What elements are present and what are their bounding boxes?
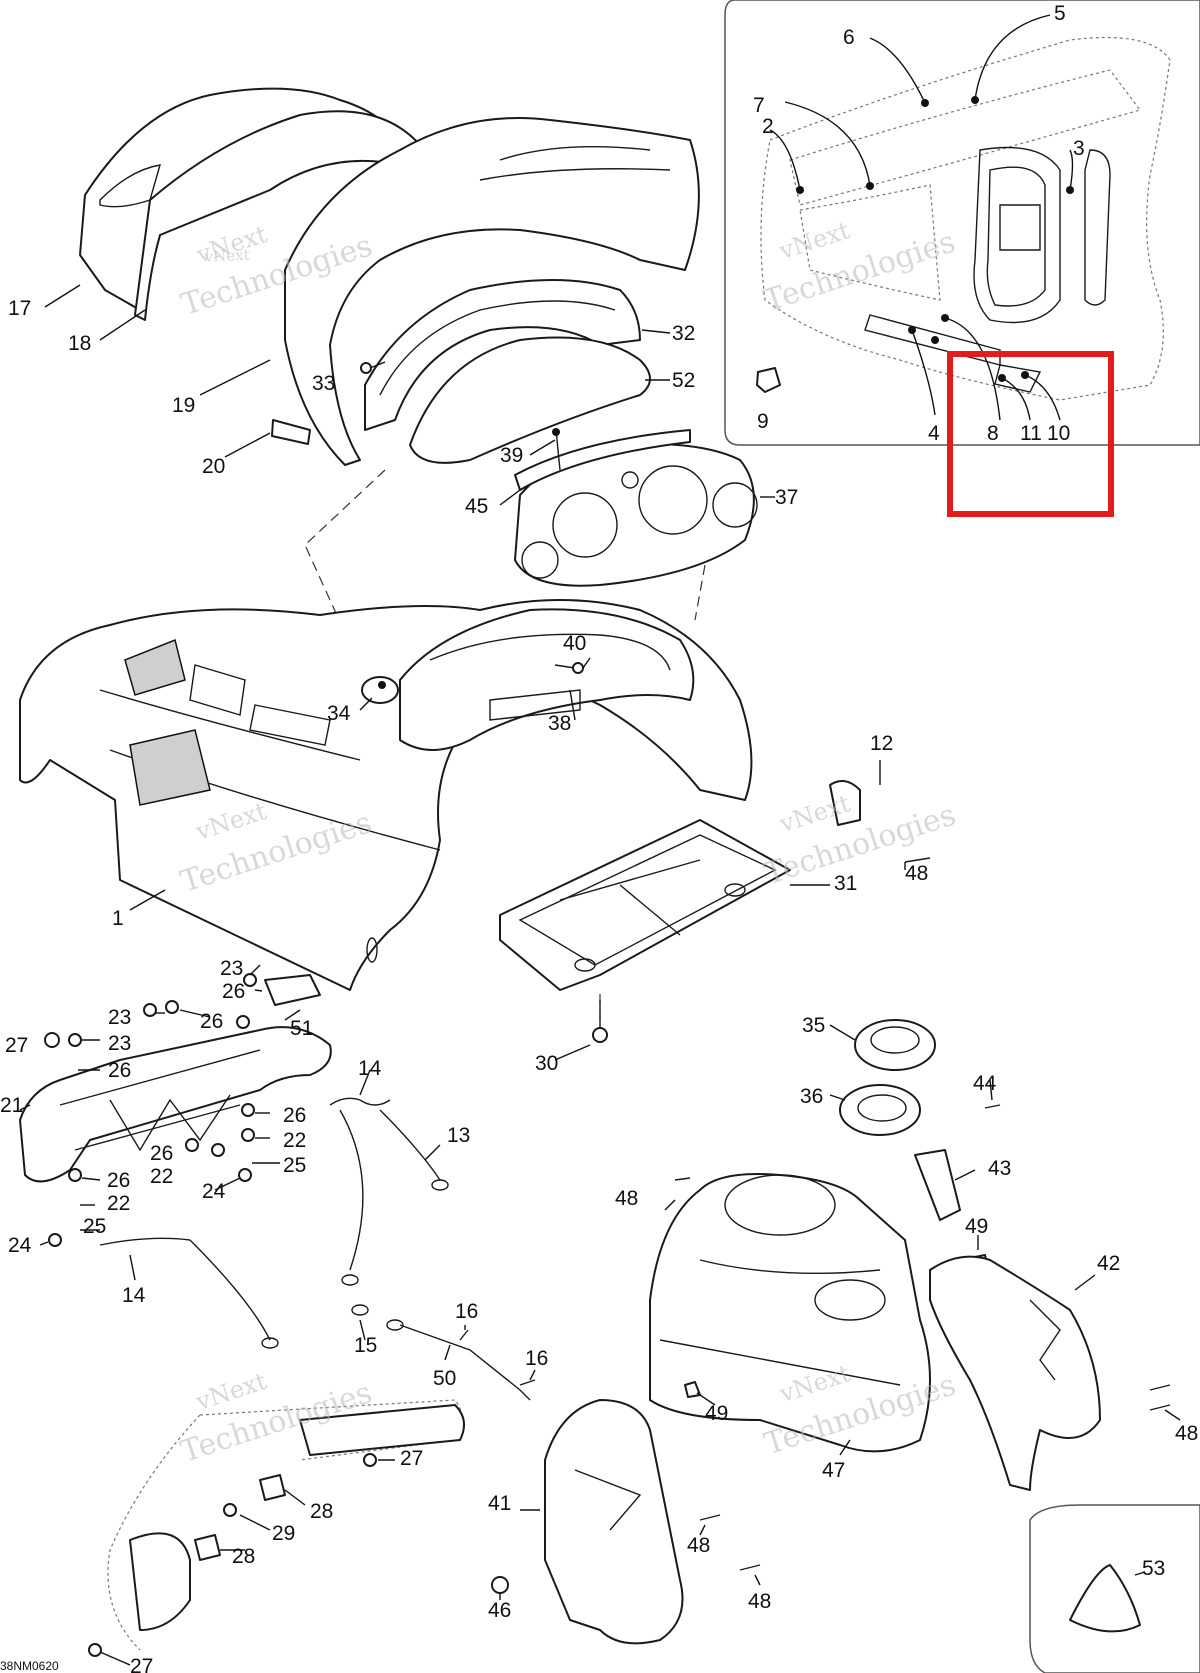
bracket-group xyxy=(19,964,332,1247)
callout-35: 35 xyxy=(802,1014,825,1037)
callout-15: 15 xyxy=(354,1334,377,1357)
callout-28b: 28 xyxy=(232,1545,255,1568)
reference-line-1 xyxy=(304,469,386,656)
callout-25b: 25 xyxy=(83,1215,106,1238)
callout-26f: 26 xyxy=(107,1169,130,1192)
callout-27c: 27 xyxy=(130,1655,153,1673)
callout-48c: 48 xyxy=(1175,1422,1198,1445)
callout-34: 34 xyxy=(327,702,351,725)
callout-3: 3 xyxy=(1073,137,1085,160)
svg-text:vNext: vNext xyxy=(192,1367,270,1416)
gauge-cluster-group xyxy=(499,428,775,587)
callout-28a: 28 xyxy=(310,1500,333,1523)
callout-31: 31 xyxy=(834,872,857,895)
callout-49a: 49 xyxy=(965,1215,988,1238)
callout-41: 41 xyxy=(488,1492,511,1515)
callout-7: 7 xyxy=(753,94,765,117)
callout-26a: 26 xyxy=(222,980,245,1003)
callout-30: 30 xyxy=(535,1052,558,1075)
callout-44: 44 xyxy=(973,1072,997,1095)
callout-23b: 23 xyxy=(108,1006,131,1029)
callout-39: 39 xyxy=(500,444,523,467)
callout-48b: 48 xyxy=(615,1187,638,1210)
side-panels-group xyxy=(44,87,700,466)
callout-21: 21 xyxy=(0,1094,23,1117)
callout-4: 4 xyxy=(928,422,940,445)
callout-23c: 23 xyxy=(108,1032,131,1055)
tray-group xyxy=(499,819,931,1061)
callout-40: 40 xyxy=(563,632,586,655)
callout-19: 19 xyxy=(172,394,195,417)
highlight-box xyxy=(947,351,1114,517)
callout-27b: 27 xyxy=(400,1447,423,1470)
callout-25a: 25 xyxy=(283,1154,306,1177)
callout-47: 47 xyxy=(822,1459,845,1482)
callout-37: 37 xyxy=(775,486,798,509)
callout-23a: 23 xyxy=(220,957,243,980)
callout-16b: 16 xyxy=(525,1347,548,1370)
visor-group xyxy=(360,279,671,464)
callout-14a: 14 xyxy=(358,1057,382,1080)
callout-9: 9 xyxy=(757,410,769,433)
svg-text:vNext: vNext xyxy=(776,789,854,838)
callout-18: 18 xyxy=(68,332,91,355)
callout-33: 33 xyxy=(312,372,335,395)
callout-22a: 22 xyxy=(283,1129,306,1152)
callout-48d: 48 xyxy=(687,1534,710,1557)
callout-51: 51 xyxy=(290,1017,313,1040)
callout-20: 20 xyxy=(202,455,225,478)
callout-45: 45 xyxy=(465,495,488,518)
lower-bracket-group xyxy=(88,1399,465,1666)
callout-38: 38 xyxy=(548,712,571,735)
reference-line-2 xyxy=(694,564,706,621)
callout-22c: 22 xyxy=(107,1192,130,1215)
callout-24b: 24 xyxy=(8,1234,32,1257)
callout-43: 43 xyxy=(988,1157,1011,1180)
callout-26b: 26 xyxy=(200,1010,223,1033)
callout-11: 11 xyxy=(1020,422,1042,445)
cables-group xyxy=(99,1069,536,1401)
callout-26d: 26 xyxy=(283,1104,306,1127)
inset-panel xyxy=(724,0,1200,446)
callout-46: 46 xyxy=(488,1599,511,1622)
callout-49b: 49 xyxy=(705,1402,728,1425)
callout-8: 8 xyxy=(987,422,999,445)
callout-50: 50 xyxy=(433,1367,456,1390)
callout-27a: 27 xyxy=(5,1034,28,1057)
callout-26c: 26 xyxy=(108,1059,131,1082)
callout-13: 13 xyxy=(447,1124,470,1147)
callout-29: 29 xyxy=(272,1522,295,1545)
callout-2: 2 xyxy=(762,115,774,138)
callout-14b: 14 xyxy=(122,1284,146,1307)
callout-17: 17 xyxy=(8,297,31,320)
console-group xyxy=(19,599,881,991)
callout-6: 6 xyxy=(843,26,855,49)
callout-24a: 24 xyxy=(202,1180,226,1203)
callout-12: 12 xyxy=(870,732,893,755)
callout-22b: 22 xyxy=(150,1165,173,1188)
callout-26e: 26 xyxy=(150,1142,173,1165)
drawing-code: 38NM0620 xyxy=(0,1659,59,1673)
callout-48e: 48 xyxy=(748,1590,771,1613)
lower-right-group xyxy=(491,1019,1200,1673)
watermark-small-1: vNext xyxy=(203,246,250,266)
callout-36: 36 xyxy=(800,1085,823,1108)
callout-16a: 16 xyxy=(455,1300,478,1323)
callout-1: 1 xyxy=(112,907,124,930)
callout-5: 5 xyxy=(1054,2,1066,25)
callout-52: 52 xyxy=(672,369,695,392)
callout-10: 10 xyxy=(1047,422,1070,445)
callout-42: 42 xyxy=(1097,1252,1120,1275)
callout-32: 32 xyxy=(672,322,695,345)
callout-48a: 48 xyxy=(905,862,928,885)
callout-53: 53 xyxy=(1142,1557,1165,1580)
